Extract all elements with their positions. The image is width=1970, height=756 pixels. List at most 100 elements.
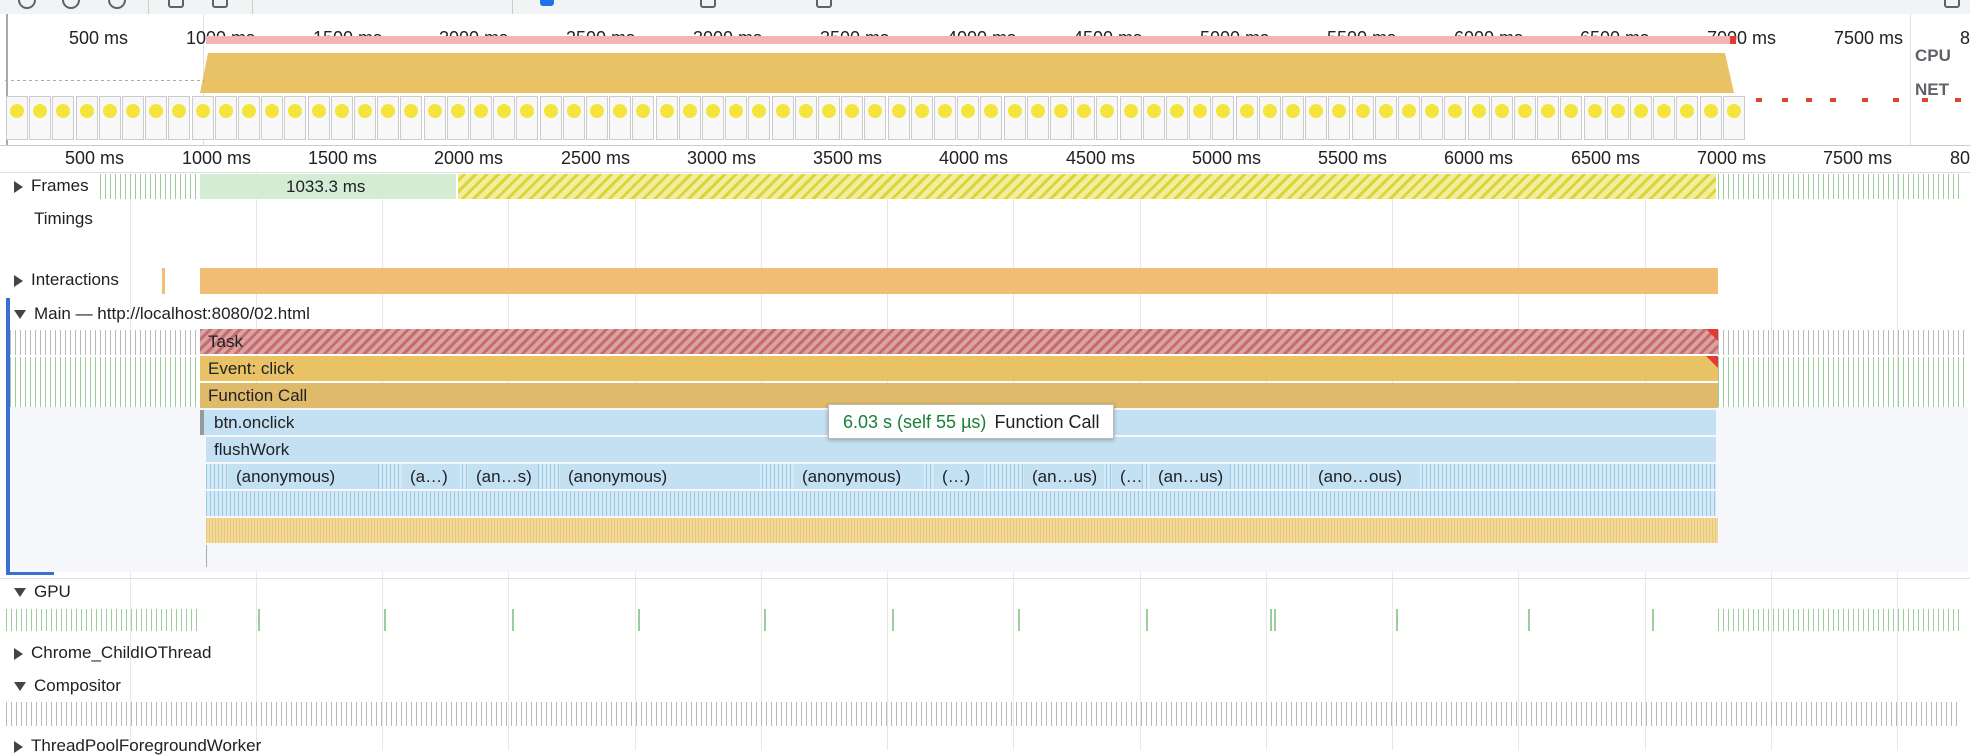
- screenshot-thumbnail[interactable]: [1073, 96, 1096, 140]
- screenshot-thumbnail[interactable]: [1467, 96, 1490, 140]
- screenshot-thumbnail[interactable]: [934, 96, 956, 140]
- memory-checkbox-icon[interactable]: [700, 0, 716, 8]
- screenshot-thumbnail[interactable]: [98, 96, 121, 140]
- interaction-bar[interactable]: [200, 268, 1718, 294]
- screenshot-thumbnail[interactable]: [261, 96, 284, 140]
- screenshot-thumbnail[interactable]: [1653, 96, 1676, 140]
- screenshot-thumbnail[interactable]: [794, 96, 817, 140]
- gpu-task[interactable]: [892, 609, 894, 631]
- screenshot-thumbnail[interactable]: [539, 96, 562, 140]
- screenshot-thumbnail[interactable]: [586, 96, 608, 140]
- gpu-task[interactable]: [1274, 609, 1276, 631]
- screenshot-thumbnail[interactable]: [1282, 96, 1304, 140]
- screenshot-thumbnail[interactable]: [632, 96, 655, 140]
- screenshot-thumbnail[interactable]: [354, 96, 376, 140]
- overview-left-handle[interactable]: [6, 14, 8, 145]
- screenshot-thumbnail[interactable]: [6, 96, 28, 140]
- gpu-task[interactable]: [1270, 609, 1272, 631]
- expand-arrow-icon[interactable]: [14, 647, 23, 660]
- screenshot-thumbnail[interactable]: [818, 96, 840, 140]
- download-icon[interactable]: [212, 0, 228, 8]
- upload-icon[interactable]: [168, 0, 184, 8]
- expand-arrow-icon[interactable]: [14, 180, 23, 193]
- screenshot-thumbnail[interactable]: [1026, 96, 1049, 140]
- screenshot-thumbnail[interactable]: [1119, 96, 1142, 140]
- clear-icon[interactable]: [108, 0, 126, 9]
- screenshot-thumbnail[interactable]: [330, 96, 353, 140]
- flame-anonymous[interactable]: (…): [934, 464, 984, 489]
- reload-record-icon[interactable]: [62, 0, 80, 9]
- flame-anonymous[interactable]: (anonymous): [228, 464, 378, 489]
- interaction-marker[interactable]: [162, 268, 165, 294]
- trash-icon[interactable]: [816, 0, 832, 8]
- screenshot-thumbnail[interactable]: [1514, 96, 1536, 140]
- screenshot-thumbnail[interactable]: [1189, 96, 1212, 140]
- screenshot-thumbnail[interactable]: [214, 96, 237, 140]
- screenshot-thumbnail[interactable]: [725, 96, 748, 140]
- screenshot-thumbnail[interactable]: [400, 96, 423, 140]
- screenshot-thumbnail[interactable]: [1351, 96, 1374, 140]
- screenshot-thumbnail[interactable]: [423, 96, 446, 140]
- expand-arrow-icon[interactable]: [14, 274, 23, 287]
- settings-icon[interactable]: [1944, 0, 1960, 8]
- flame-anonymous[interactable]: (anonymous): [794, 464, 924, 489]
- collapse-arrow-icon[interactable]: [14, 310, 26, 320]
- screenshot-thumbnail[interactable]: [1328, 96, 1351, 140]
- screenshot-thumbnail[interactable]: [168, 96, 191, 140]
- screenshot-thumbnail[interactable]: [284, 96, 307, 140]
- screenshot-thumbnail[interactable]: [29, 96, 52, 140]
- screenshot-thumbnail[interactable]: [1050, 96, 1072, 140]
- screenshot-thumbnail[interactable]: [1305, 96, 1328, 140]
- screenshot-thumbnail[interactable]: [1676, 96, 1699, 140]
- screenshot-thumbnail[interactable]: [1166, 96, 1188, 140]
- screenshot-thumbnail[interactable]: [1374, 96, 1397, 140]
- gpu-task[interactable]: [764, 609, 766, 631]
- track-main[interactable]: Main — http://localhost:8080/02.html: [14, 304, 310, 324]
- screenshot-thumbnail[interactable]: [122, 96, 144, 140]
- flame-function-call[interactable]: Function Call: [200, 383, 1718, 408]
- screenshot-thumbnail[interactable]: [980, 96, 1003, 140]
- screenshot-thumbnail[interactable]: [1235, 96, 1258, 140]
- screenshot-thumbnail[interactable]: [887, 96, 910, 140]
- screenshot-thumbnail[interactable]: [307, 96, 330, 140]
- screenshot-thumbnail[interactable]: [864, 96, 887, 140]
- collapse-arrow-icon[interactable]: [14, 588, 26, 598]
- screenshot-thumbnail[interactable]: [910, 96, 933, 140]
- gpu-task[interactable]: [1146, 609, 1148, 631]
- gpu-task[interactable]: [384, 609, 386, 631]
- screenshot-thumbnail[interactable]: [191, 96, 214, 140]
- screenshot-thumbnail[interactable]: [493, 96, 516, 140]
- screenshot-thumbnail[interactable]: [702, 96, 724, 140]
- track-frames[interactable]: Frames: [14, 176, 93, 196]
- flame-nested-calls[interactable]: [206, 491, 1716, 516]
- gpu-task[interactable]: [1652, 609, 1654, 631]
- expand-arrow-icon[interactable]: [14, 740, 23, 753]
- screenshot-thumbnail[interactable]: [1003, 96, 1026, 140]
- screenshot-thumbnail[interactable]: [446, 96, 469, 140]
- track-compositor[interactable]: Compositor: [14, 676, 121, 696]
- screenshot-thumbnail[interactable]: [1583, 96, 1606, 140]
- screenshot-thumbnail[interactable]: [562, 96, 585, 140]
- flame-event-click[interactable]: Event: click: [200, 356, 1718, 381]
- screenshot-thumbnail[interactable]: [52, 96, 75, 140]
- flame-anonymous[interactable]: (a…): [402, 464, 460, 489]
- screenshot-thumbnail[interactable]: [1699, 96, 1722, 140]
- screenshot-thumbnail[interactable]: [470, 96, 492, 140]
- screenshot-thumbnail[interactable]: [1258, 96, 1281, 140]
- flame-anonymous[interactable]: (anonymous): [560, 464, 760, 489]
- screenshot-thumbnail[interactable]: [655, 96, 678, 140]
- screenshot-thumbnail[interactable]: [377, 96, 400, 140]
- gpu-task[interactable]: [1396, 609, 1398, 631]
- gpu-task[interactable]: [638, 609, 640, 631]
- flame-anonymous[interactable]: (an…s): [468, 464, 538, 489]
- flame-anonymous[interactable]: (ano…ous): [1310, 464, 1420, 489]
- screenshot-thumbnail[interactable]: [1560, 96, 1583, 140]
- gpu-task[interactable]: [1018, 609, 1020, 631]
- track-gpu[interactable]: GPU: [14, 582, 71, 602]
- screenshot-thumbnail[interactable]: [609, 96, 632, 140]
- screenshot-thumbnail[interactable]: [1722, 96, 1745, 140]
- screenshot-filmstrip[interactable]: [6, 96, 1745, 142]
- screenshot-thumbnail[interactable]: [1096, 96, 1119, 140]
- screenshot-thumbnail[interactable]: [678, 96, 701, 140]
- screenshot-thumbnail[interactable]: [145, 96, 168, 140]
